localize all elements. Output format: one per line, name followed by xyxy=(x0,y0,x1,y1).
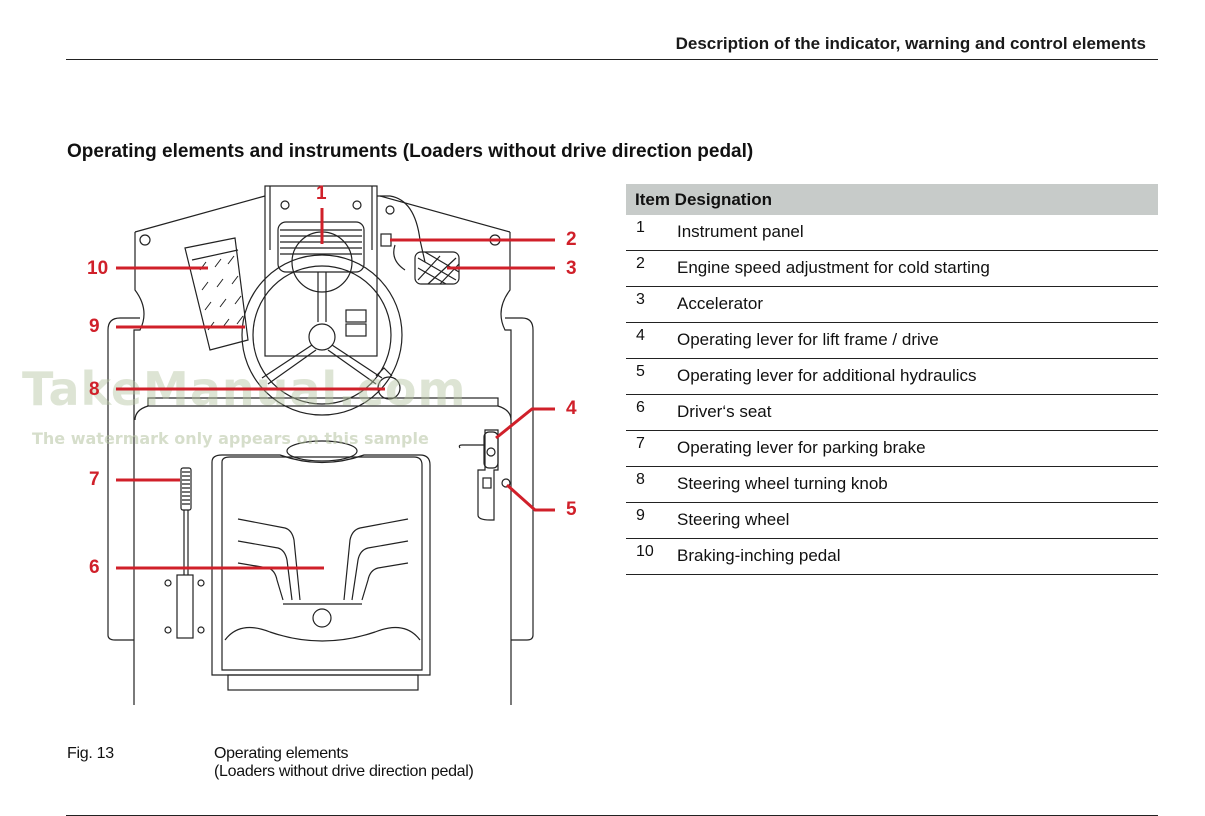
table-row: 7 Operating lever for parking brake xyxy=(626,431,1158,467)
item-number: 8 xyxy=(636,471,645,488)
diagram-drawing xyxy=(107,185,534,705)
parking-brake-lever xyxy=(164,467,205,639)
item-number: 4 xyxy=(636,327,645,344)
steering-knob xyxy=(375,367,401,400)
item-number: 3 xyxy=(636,291,645,308)
table-row: 6 Driver‘s seat xyxy=(626,395,1158,431)
item-number: 1 xyxy=(636,219,645,236)
accelerator-pedal xyxy=(414,251,460,285)
callout-10: 10 xyxy=(87,258,109,279)
item-number: 7 xyxy=(636,435,645,452)
operating-elements-diagram xyxy=(70,178,600,713)
table-row: 10 Braking-inching pedal xyxy=(626,539,1158,575)
header-rule xyxy=(66,59,1158,60)
table-row: 3 Accelerator xyxy=(626,287,1158,323)
callout-9: 9 xyxy=(89,316,100,337)
callout-4: 4 xyxy=(566,398,577,419)
item-number: 10 xyxy=(636,543,654,560)
item-designation: Driver‘s seat xyxy=(677,402,772,421)
item-designation: Operating lever for parking brake xyxy=(677,438,926,457)
item-number: 6 xyxy=(636,399,645,416)
callout-1: 1 xyxy=(316,183,327,204)
item-designation: Instrument panel xyxy=(677,222,804,241)
section-title: Operating elements and instruments (Load… xyxy=(67,141,754,162)
callout-3: 3 xyxy=(566,258,577,279)
table-row: 4 Operating lever for lift frame / drive xyxy=(626,323,1158,359)
instrument-panel xyxy=(264,185,378,357)
callout-8: 8 xyxy=(89,379,100,400)
item-number: 5 xyxy=(636,363,645,380)
item-designation: Accelerator xyxy=(677,294,763,313)
table-row: 9 Steering wheel xyxy=(626,503,1158,539)
running-header: Description of the indicator, warning an… xyxy=(675,34,1146,53)
figure-caption-line2: (Loaders without drive direction pedal) xyxy=(214,763,474,780)
figure-caption-line1: Operating elements xyxy=(214,745,349,762)
table-row: 8 Steering wheel turning knob xyxy=(626,467,1158,503)
cold-start-knob xyxy=(377,195,426,271)
callout-7: 7 xyxy=(89,469,100,490)
callout-2: 2 xyxy=(566,229,577,250)
table-header: Item Designation xyxy=(626,184,1158,215)
table-row: 2 Engine speed adjustment for cold starti… xyxy=(626,251,1158,287)
table-row: 1 Instrument panel xyxy=(626,215,1158,251)
callout-6: 6 xyxy=(89,557,100,578)
item-designation: Steering wheel turning knob xyxy=(677,474,888,493)
drivers-seat xyxy=(211,440,431,691)
item-number: 2 xyxy=(636,255,645,272)
callout-5: 5 xyxy=(566,499,577,520)
item-designation: Braking-inching pedal xyxy=(677,546,841,565)
item-designation: Operating lever for lift frame / drive xyxy=(677,330,939,349)
figure-label: Fig. 13 xyxy=(67,745,114,762)
item-designation: Engine speed adjustment for cold startin… xyxy=(677,258,990,277)
item-number: 9 xyxy=(636,507,645,524)
control-levers xyxy=(458,429,511,521)
steering-wheel xyxy=(241,254,403,416)
item-designation: Operating lever for additional hydraulic… xyxy=(677,366,977,385)
item-designation-table: Item Designation 1 Instrument panel 2 Engin… xyxy=(626,184,1158,575)
brake-inching-pedal xyxy=(184,237,249,351)
figure-caption: Operating elements (Loaders without driv… xyxy=(214,745,474,781)
table-row: 5 Operating lever for additional hydrauli… xyxy=(626,359,1158,395)
item-designation: Steering wheel xyxy=(677,510,790,529)
